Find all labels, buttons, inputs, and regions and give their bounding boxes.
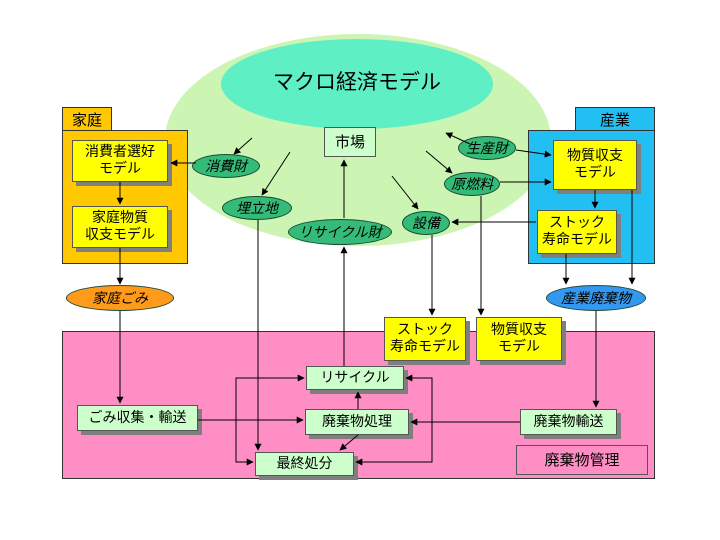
market-box: 市場 bbox=[324, 127, 376, 157]
consumer-goods-ellipse: 消費財 bbox=[192, 154, 260, 178]
garbage-collection-transport-box: ごみ収集・輸送 bbox=[77, 405, 198, 431]
equipment-ellipse: 設備 bbox=[402, 211, 450, 235]
industrial-waste-ellipse: 産業廃棄物 bbox=[546, 285, 646, 311]
macro-economy-inner-ellipse bbox=[221, 39, 493, 129]
household-waste-ellipse: 家庭ごみ bbox=[66, 285, 174, 311]
raw-fuel-ellipse: 原燃料 bbox=[444, 172, 500, 196]
recycled-goods-ellipse: リサイクル財 bbox=[288, 219, 392, 245]
household-material-balance-model-box: 家庭物質 収支モデル bbox=[72, 206, 168, 248]
industry-label: 産業 bbox=[575, 107, 655, 131]
industry-material-balance-model-box: 物質収支 モデル bbox=[553, 140, 637, 190]
landfill-ellipse: 埋立地 bbox=[222, 196, 292, 220]
final-disposal-box: 最終処分 bbox=[255, 452, 354, 476]
recycle-box: リサイクル bbox=[306, 366, 404, 390]
waste-stock-lifetime-model-box: ストック 寿命モデル bbox=[384, 317, 466, 361]
waste-material-balance-model-box: 物質収支 モデル bbox=[476, 317, 562, 361]
waste-treatment-box: 廃棄物処理 bbox=[305, 409, 409, 435]
production-goods-ellipse: 生産財 bbox=[458, 136, 516, 160]
consumer-preference-model-box: 消費者選好 モデル bbox=[72, 140, 168, 182]
industry-stock-lifetime-model-box: ストック 寿命モデル bbox=[537, 210, 617, 254]
waste-transport-box: 廃棄物輸送 bbox=[520, 409, 617, 435]
household-label: 家庭 bbox=[62, 107, 112, 131]
waste-management-label: 廃棄物管理 bbox=[516, 445, 648, 475]
macro-economy-title: マクロ経済モデル bbox=[273, 70, 441, 94]
